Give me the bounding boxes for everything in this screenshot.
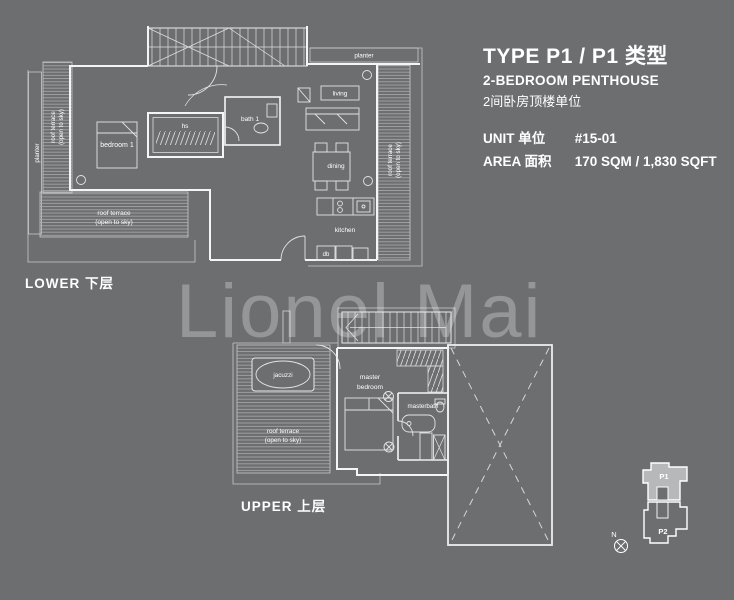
planter-strip-left: planter	[28, 71, 42, 235]
wardrobe	[396, 349, 444, 393]
upper-floor-plan: jacuzzi roof terrace (open to sky)	[232, 307, 553, 546]
north-label: N	[611, 530, 616, 539]
unit-number-row: UNIT 单位 #15-01	[483, 127, 717, 147]
key-plan-p2-label: P2	[658, 527, 667, 536]
unit-type-title: TYPE P1 / P1 类型	[483, 45, 668, 68]
roof-terrace-left: roof terrace (open to sky)	[42, 61, 73, 194]
roof-terrace-bottom-label2: (open to sky)	[95, 219, 133, 226]
planter-top-label: planter	[354, 53, 373, 60]
master-bedroom-label2: bedroom	[357, 384, 384, 391]
upper-room-labels: master bedroom masterbath	[357, 374, 439, 410]
roof-terrace-bottom-label: roof terrace	[97, 210, 131, 217]
north-arrow-icon: N	[611, 530, 628, 553]
upper-terrace-label: roof terrace	[267, 428, 300, 435]
lower-furniture	[76, 65, 375, 261]
title-block: TYPE P1 / P1 类型 2-BEDROOM PENTHOUSE 2间卧房…	[483, 40, 717, 170]
upper-staircase	[337, 307, 456, 349]
planter-strip-top: planter	[309, 47, 419, 63]
living-label: living	[333, 91, 348, 98]
upper-plan-caption: UPPER 上层	[241, 499, 327, 514]
area-label: AREA 面积	[483, 154, 552, 169]
lower-staircase	[147, 27, 308, 67]
key-plan-p2: P2	[643, 501, 688, 544]
key-plan: P1 P2 N	[611, 462, 688, 553]
roof-terrace-left-label: roof terrace	[50, 111, 57, 143]
unit-subtitle-zh: 2间卧房顶楼单位	[483, 94, 582, 109]
roof-void	[447, 344, 553, 546]
dining-label: dining	[327, 163, 345, 170]
roof-terrace-right-label2: (open to sky)	[395, 142, 402, 178]
bedroom1-label: bedroom 1	[100, 142, 134, 149]
lower-room-labels: bedroom 1 bath 1 living dining kitchen d…	[100, 91, 355, 259]
upper-terrace-label2: (open to sky)	[265, 437, 301, 444]
hs-label: hs	[182, 123, 190, 130]
unit-label: UNIT 单位	[483, 131, 546, 146]
bath1-label: bath 1	[241, 116, 259, 123]
jacuzzi-label: jacuzzi	[272, 372, 292, 379]
unit-value: #15-01	[574, 131, 617, 146]
key-plan-p1: P1	[642, 462, 688, 501]
key-plan-p1-label: P1	[659, 472, 668, 481]
upper-furniture	[315, 344, 446, 461]
lower-plan-caption: LOWER 下层	[25, 276, 114, 291]
master-bedroom-label: master	[360, 374, 381, 381]
db-label: db	[323, 252, 330, 258]
kitchen-label: kitchen	[335, 227, 356, 234]
lower-floor-plan: planter roof terrace (open to sky) roof …	[27, 26, 423, 267]
roof-terrace-bottom: roof terrace (open to sky)	[39, 191, 189, 238]
roof-terrace-right: roof terrace (open to sky)	[377, 64, 411, 261]
roof-terrace-right-label: roof terrace	[387, 144, 394, 176]
household-shelter: hs	[147, 112, 224, 158]
planter-left-label: planter	[34, 143, 41, 162]
jacuzzi-terrace: jacuzzi roof terrace (open to sky)	[236, 344, 331, 474]
unit-subtitle-en: 2-BEDROOM PENTHOUSE	[483, 73, 659, 88]
upper-column	[282, 310, 291, 344]
area-value: 170 SQM / 1,830 SQFT	[574, 154, 717, 169]
unit-area-row: AREA 面积 170 SQM / 1,830 SQFT	[483, 150, 717, 170]
masterbath-label: masterbath	[408, 403, 440, 410]
roof-terrace-left-label2: (open to sky)	[58, 109, 65, 145]
